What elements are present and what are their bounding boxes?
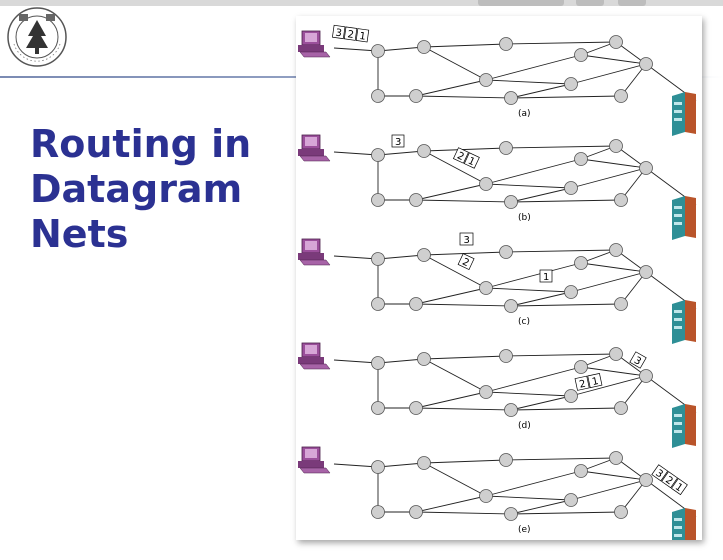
toolbar-control[interactable] — [478, 0, 564, 6]
panel-e: 3 2 1 (e) — [297, 446, 697, 540]
packet-label: 3 — [335, 28, 343, 40]
university-seal-logo — [6, 6, 68, 68]
packet-label: 2 — [578, 379, 587, 391]
panel-b: 3 2 1 (b) — [297, 134, 697, 241]
packet-label: 1 — [466, 156, 476, 169]
panel-a: 3 2 1 (a) — [297, 24, 697, 137]
packet-label: 2 — [347, 29, 355, 41]
packet-label: 2 — [460, 257, 470, 270]
packet-label: 3 — [464, 235, 470, 246]
window-top-bar — [0, 0, 723, 6]
toolbar-control[interactable] — [576, 0, 604, 6]
seal-icon — [7, 7, 67, 67]
panel-label: (c) — [518, 317, 530, 327]
panel-label: (e) — [518, 525, 531, 535]
panel-label: (b) — [518, 213, 531, 223]
packet-label: 3 — [632, 355, 643, 368]
packet-label: 3 — [395, 137, 401, 148]
packet-label: 2 — [663, 475, 675, 488]
panel-label: (a) — [518, 109, 531, 119]
datagram-routing-figure: 3 2 1 (a) 3 2 1 (b) — [296, 16, 702, 540]
packet-label: 1 — [673, 482, 685, 495]
toolbar-control[interactable] — [618, 0, 646, 6]
packet-label: 3 — [653, 468, 665, 481]
packet-label: 1 — [543, 272, 549, 283]
packet-label: 1 — [359, 31, 367, 43]
slide-title: Routing in Datagram Nets — [30, 122, 252, 256]
packet-label: 2 — [455, 151, 465, 164]
packet-label: 1 — [591, 376, 600, 388]
panel-c: 3 2 1 (c) — [297, 232, 697, 345]
panel-d: 2 1 3 (d) — [297, 342, 697, 449]
panel-label: (d) — [518, 421, 531, 431]
